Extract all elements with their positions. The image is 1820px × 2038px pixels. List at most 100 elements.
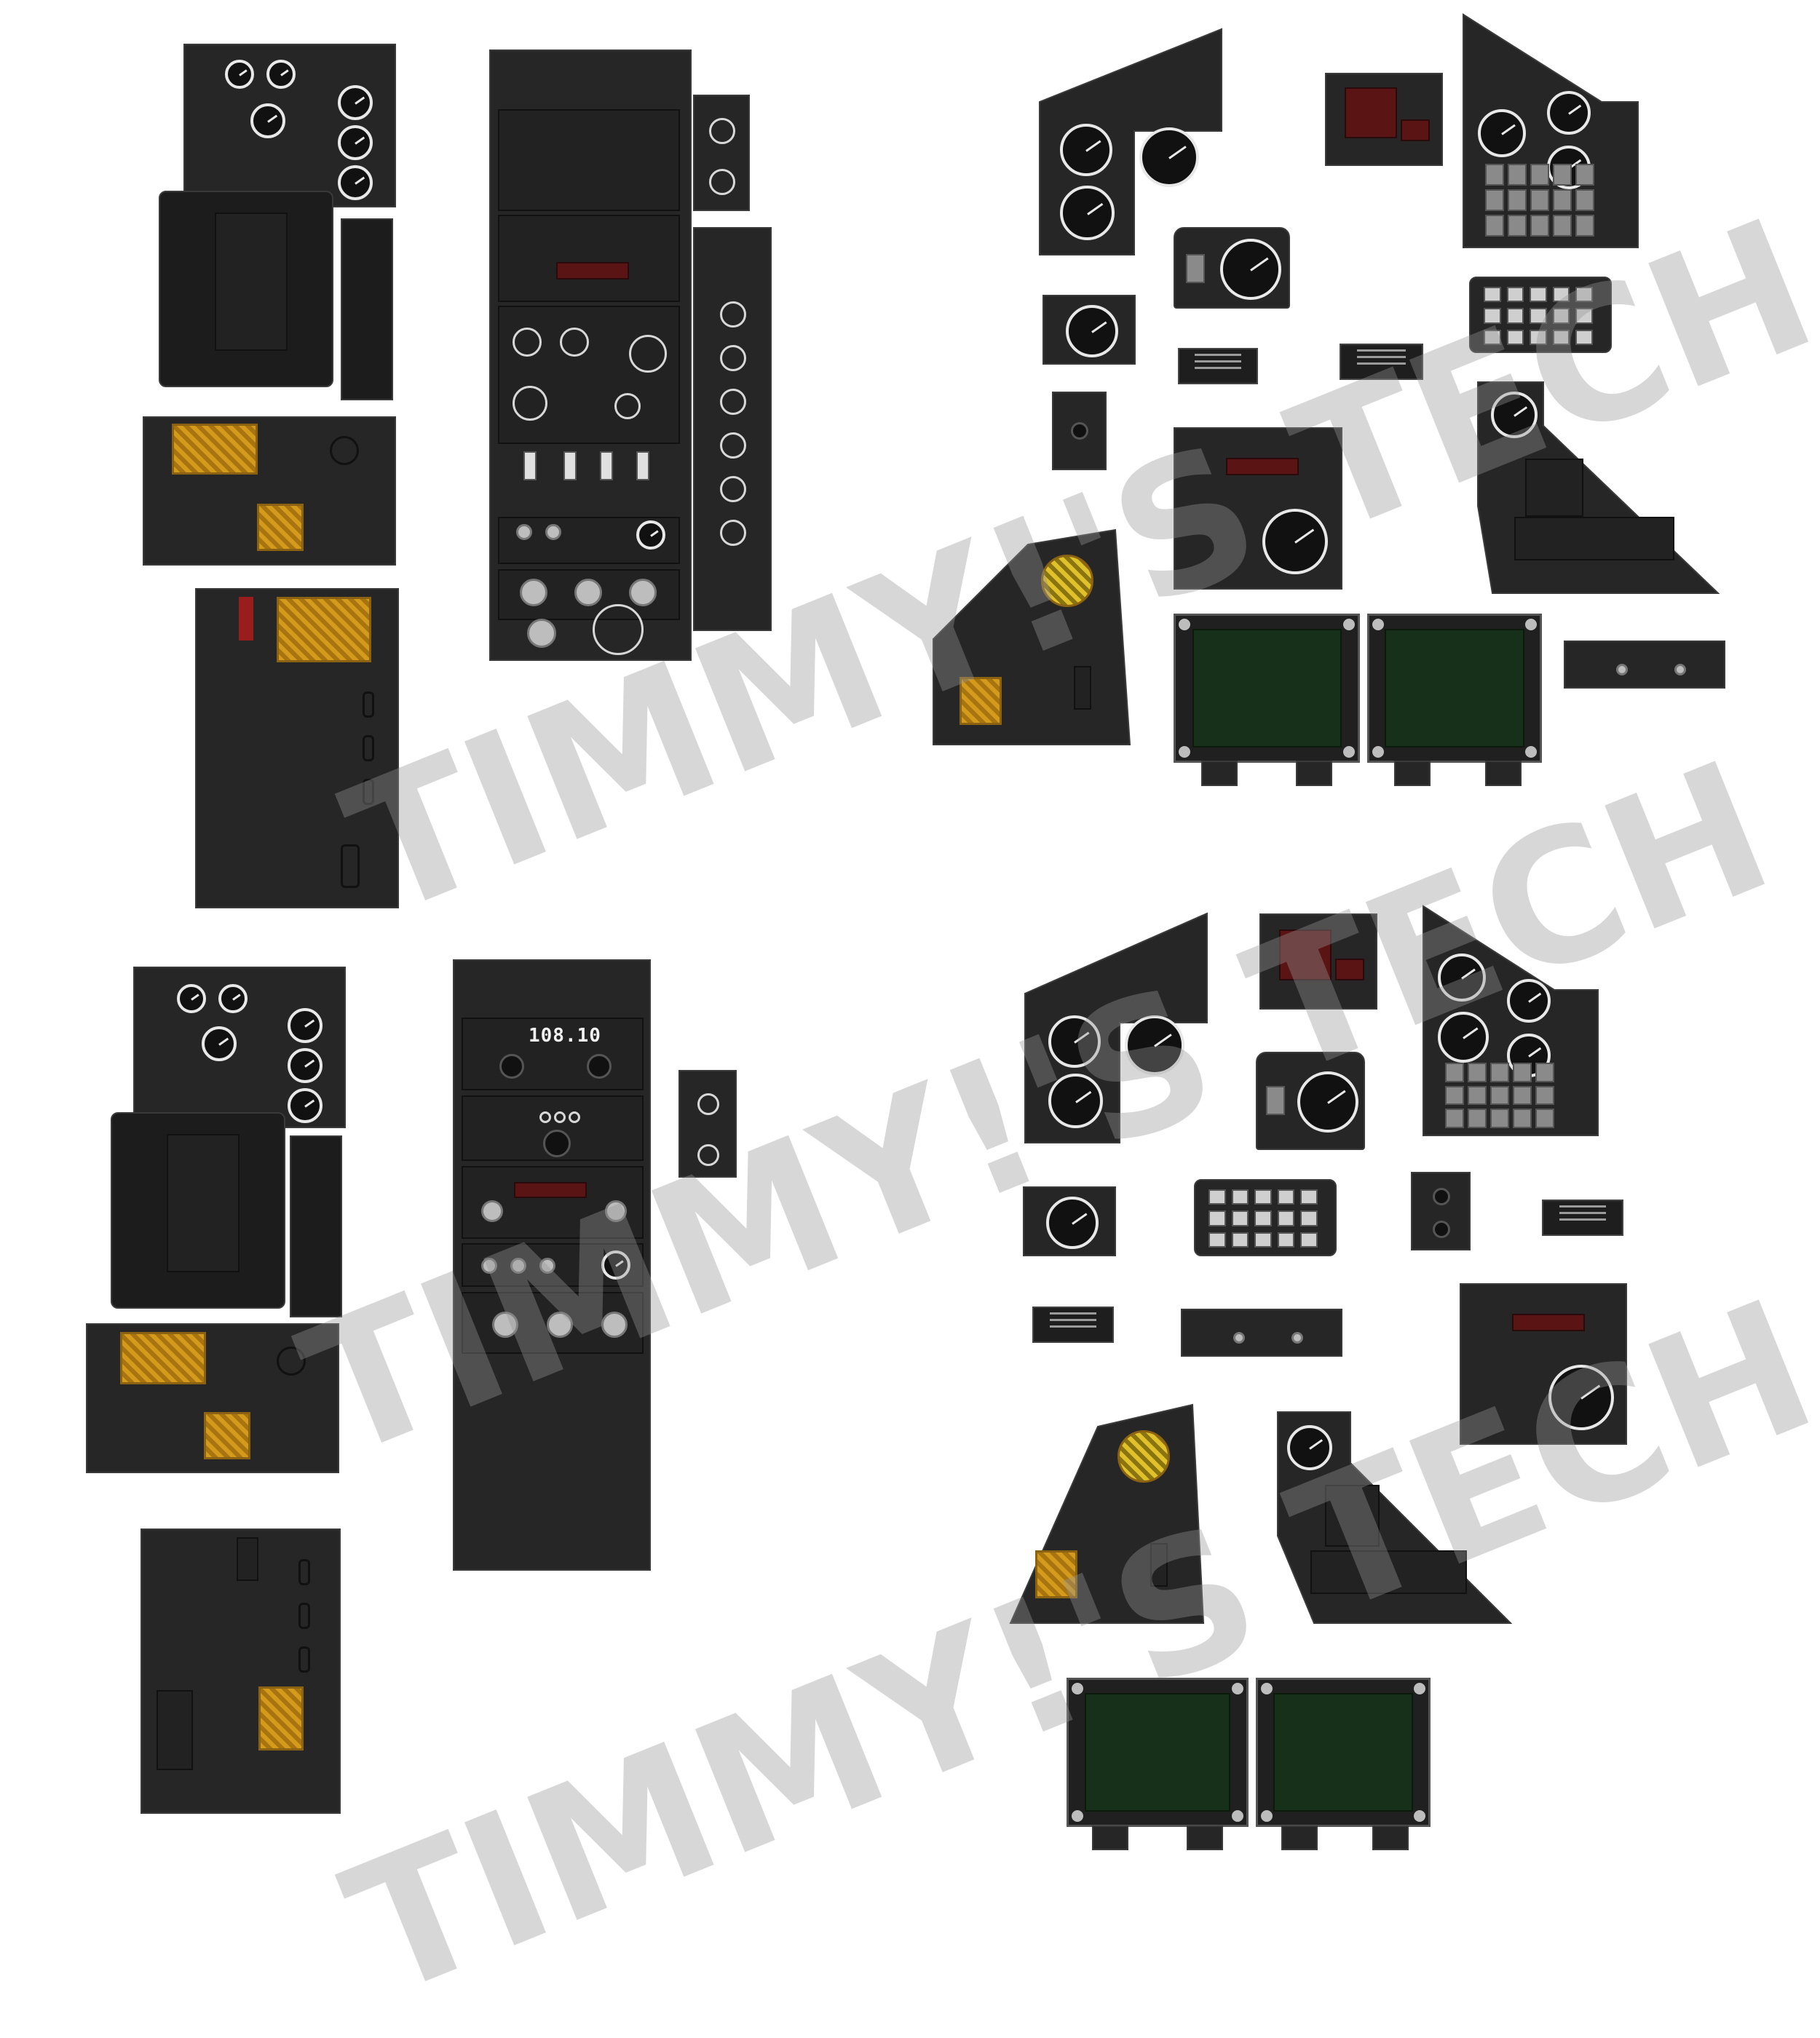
side-strip-small (693, 95, 750, 211)
gauge-icon (1547, 91, 1591, 135)
button-grid (1485, 164, 1594, 237)
placard (1542, 1200, 1623, 1236)
center-console-bottom: 108.10 (453, 959, 651, 1571)
console-section (498, 215, 680, 302)
mfd-left (1067, 1678, 1249, 1827)
hatch-plate (257, 504, 304, 551)
ring-icon (554, 1111, 566, 1123)
recess (1325, 1485, 1380, 1547)
attitude-icon (1046, 1197, 1099, 1249)
ring-icon (593, 604, 644, 655)
ring-icon (720, 476, 746, 502)
switch-row (1310, 1550, 1467, 1594)
ring-icon (720, 389, 746, 415)
placard (1032, 1307, 1114, 1343)
switch-row (1514, 517, 1674, 560)
knob-icon (1433, 1221, 1450, 1238)
recess (157, 1690, 193, 1770)
mfd-mount (1372, 1825, 1409, 1850)
hatched-panel-bottom-left (86, 1323, 339, 1473)
mfd-screen (1192, 628, 1342, 748)
warning-display (1279, 929, 1332, 980)
knob-icon (543, 1130, 571, 1157)
warning-panel (1325, 73, 1443, 166)
keypad-panel (1194, 1179, 1337, 1256)
knob-icon (1616, 664, 1628, 675)
warning-display (1345, 87, 1397, 138)
red-display (1512, 1314, 1585, 1331)
recess (237, 1537, 258, 1581)
gauge-icon (1478, 109, 1526, 157)
gauge-icon (1060, 186, 1115, 240)
placard (1178, 348, 1258, 384)
knob-icon (1433, 1188, 1450, 1205)
mfd-mount (1187, 1825, 1223, 1850)
knob-icon (527, 619, 556, 648)
hatch-plate (277, 597, 371, 662)
circle-icon (330, 436, 359, 465)
hatch-plate (1035, 1550, 1077, 1598)
knob-icon (574, 579, 602, 606)
compass-icon (1262, 509, 1328, 574)
side-panel-narrow (341, 218, 393, 400)
switch-strip (1181, 1309, 1342, 1357)
mfd-screen (1385, 628, 1524, 748)
radio-panel-right (1460, 1283, 1627, 1445)
red-indicator (239, 597, 253, 641)
knob-icon (516, 524, 532, 540)
ring-icon (720, 345, 746, 371)
gauge-icon (1438, 953, 1486, 1002)
switch-icon (636, 451, 649, 480)
ring-icon (709, 118, 735, 144)
ring-icon (697, 1144, 719, 1166)
compass-icon (1220, 239, 1281, 300)
side-panel-blank (159, 191, 333, 387)
console-section (462, 1243, 644, 1287)
hatch-plate (172, 424, 258, 475)
hatch-plate (204, 1412, 250, 1459)
knob-icon (492, 1312, 518, 1338)
lower-side-panel-top-left (195, 588, 399, 908)
gauge-icon (601, 1250, 630, 1280)
ring-icon (614, 393, 641, 419)
mfd-right (1367, 614, 1542, 763)
slot (298, 1603, 310, 1629)
knob-icon (1071, 422, 1088, 440)
warning-display (1401, 119, 1430, 141)
ring-icon (720, 301, 746, 328)
main-panel-right-shape (1463, 13, 1639, 248)
ring-icon (539, 1111, 551, 1123)
small-switch-panel (1411, 1172, 1471, 1250)
slot (363, 779, 374, 805)
mfd-mount (1485, 761, 1522, 786)
knob-icon (510, 1258, 526, 1274)
mfd-mount (1394, 761, 1431, 786)
warning-display (1335, 959, 1364, 980)
gauge-icon (1491, 392, 1538, 438)
recess (167, 1134, 240, 1272)
ring-icon (513, 328, 542, 357)
switch-strip (1564, 641, 1725, 689)
recess (1525, 459, 1583, 517)
placard (1340, 344, 1423, 380)
gauge-icon (202, 1026, 237, 1061)
radio-panel-right (1174, 427, 1342, 590)
ring-icon (629, 335, 667, 373)
gauge-icon (1438, 1012, 1489, 1063)
console-section (462, 1292, 644, 1354)
mfd-mount (1296, 761, 1332, 786)
small-switch-panel (1052, 392, 1107, 470)
gauge-icon (338, 165, 373, 200)
gauge-icon (218, 984, 248, 1013)
gauge-icon (636, 520, 665, 550)
slot (363, 735, 374, 761)
button-grid (1445, 1063, 1554, 1128)
attitude-icon (1066, 305, 1118, 357)
hsi-panel (1256, 1052, 1365, 1150)
knob-icon (539, 1258, 555, 1274)
knob-icon (547, 1312, 573, 1338)
attitude-panel (1023, 1186, 1116, 1256)
hatch-plate (258, 1686, 304, 1750)
hatch-plate (960, 677, 1002, 725)
mfd-right (1256, 1678, 1431, 1827)
